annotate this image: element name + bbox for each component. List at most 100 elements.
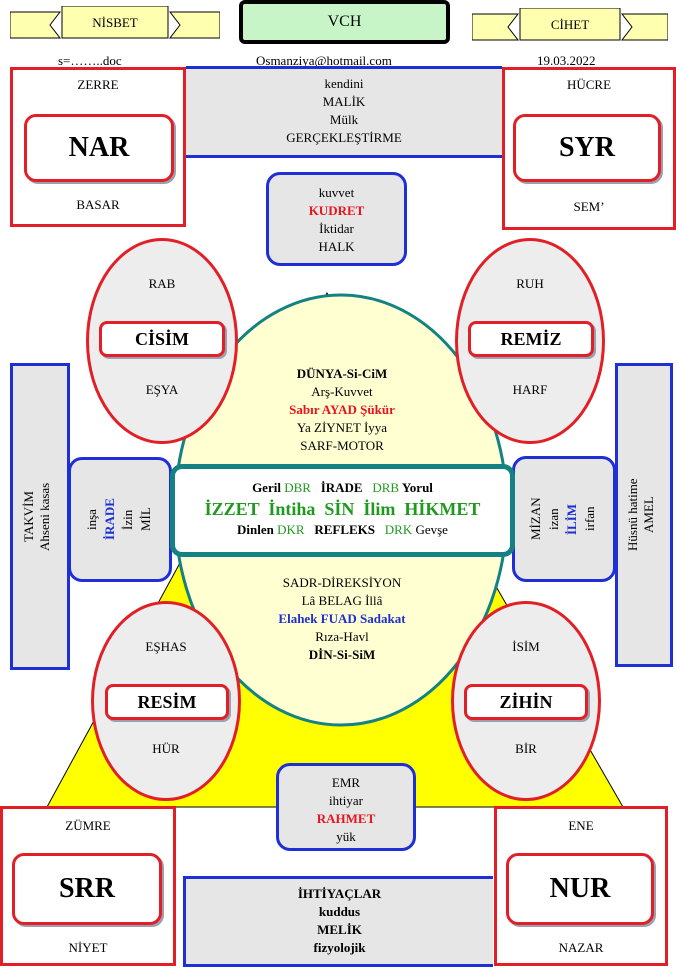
- top-band-line: Mülk: [329, 112, 359, 127]
- corner-top-label: HÜCRE: [566, 77, 612, 92]
- nisbet-label: NİSBET: [92, 15, 138, 30]
- egg-line: Lâ BELAG İllâ: [301, 593, 383, 608]
- corner-box-srr: ZÜMRE SRR NİYET: [0, 806, 176, 966]
- corner-center-label: NAR: [24, 114, 174, 182]
- right-side-text: Hüsnü hatime AMEL: [625, 366, 665, 664]
- ellipse-center-label: REMİZ: [468, 321, 594, 357]
- corner-center-label: NUR: [506, 853, 654, 925]
- center-row-1: Geril DBR İRADE DRB Yorul: [175, 479, 510, 497]
- center-word: DRK: [384, 522, 413, 537]
- egg-line: DÜNYA-Si-CiM: [296, 366, 388, 381]
- egg-line: SADR-DİREKSİYON: [282, 575, 402, 590]
- kudret-line: İktidar: [319, 221, 354, 236]
- ilim-box: MİZAN izan İLİM irfan: [512, 456, 616, 582]
- ellipse-center-label: CİSİM: [99, 321, 225, 357]
- center-word: Yorul: [401, 480, 433, 495]
- ilim-title: İLİM: [564, 503, 579, 535]
- ilim-line: irfan: [582, 506, 597, 532]
- ellipse-cisim: RAB CİSİM EŞYA: [86, 238, 238, 444]
- irade-box: inşa İRADE İzin MİL: [68, 457, 172, 582]
- center-row-3: Dinlen DKR REFLEKS DRK Gevşe: [175, 521, 510, 539]
- ellipse-top-label: RUH: [516, 276, 544, 291]
- ellipse-top-label: RAB: [148, 276, 176, 291]
- bottom-band-line: İHTİYAÇLAR: [297, 886, 382, 901]
- corner-center-label: SRR: [12, 853, 162, 925]
- date: 19.03.2022: [537, 53, 596, 68]
- rahmet-line: yük: [336, 829, 356, 844]
- ellipse-top-label: İSİM: [512, 639, 540, 654]
- ellipse-bottom-label: HARF: [512, 382, 548, 397]
- vch-box: VCH: [239, 0, 450, 44]
- cihet-banner: [472, 8, 668, 41]
- right-side-box: Hüsnü hatime AMEL: [615, 363, 673, 667]
- cihet-label: CİHET: [550, 17, 590, 32]
- center-word: Geril: [252, 480, 281, 495]
- corner-bottom-label: NİYET: [68, 940, 108, 955]
- center-word: DBR: [284, 480, 311, 495]
- ellipse-bottom-label: EŞYA: [145, 382, 179, 397]
- corner-box-nar: ZERRE NAR BASAR: [10, 67, 186, 227]
- left-side-line: TAKVİM: [21, 491, 36, 542]
- ilim-line: izan: [546, 508, 561, 530]
- right-side-line: Hüsnü hatime: [625, 478, 640, 552]
- left-side-line: Ahseni kasas: [37, 482, 52, 551]
- ellipse-center-label: RESİM: [105, 684, 229, 720]
- egg-line: Ya ZİYNET İyya: [296, 420, 388, 435]
- bottom-band-line: kuddus: [318, 904, 361, 919]
- ellipse-bottom-label: HÜR: [152, 741, 180, 756]
- top-band-line: kendini: [324, 76, 364, 91]
- top-band-line: MALİK: [322, 94, 366, 109]
- corner-bottom-label: NAZAR: [558, 940, 604, 955]
- egg-top-text: DÜNYA-Si-CiM Arş-Kuvvet Sabır AYAD Şükür…: [220, 365, 464, 455]
- irade-text: inşa İRADE İzin MİL: [83, 460, 157, 579]
- center-word: REFLEKS: [314, 522, 376, 537]
- corner-box-nur: ENE NUR NAZAR: [494, 806, 668, 966]
- ellipse-resim: EŞHAS RESİM HÜR: [91, 601, 241, 801]
- rahmet-line: EMR: [331, 775, 361, 790]
- rahmet-title: RAHMET: [316, 811, 376, 826]
- center-word: DRB: [372, 480, 400, 495]
- center-word: DKR: [277, 522, 305, 537]
- irade-title: İRADE: [102, 498, 117, 541]
- file-name: s=……..doc: [58, 53, 122, 68]
- rahmet-line: ihtiyar: [329, 793, 363, 808]
- center-word: İRADE: [320, 480, 363, 495]
- egg-line: SARF-MOTOR: [300, 438, 384, 453]
- top-band-line: GERÇEKLEŞTİRME: [286, 130, 402, 145]
- egg-line: Rıza-Havl: [315, 629, 369, 644]
- corner-box-syr: HÜCRE SYR SEM’: [502, 67, 676, 230]
- right-side-line: AMEL: [641, 496, 656, 534]
- egg-bottom-text: SADR-DİREKSİYON Lâ BELAG İllâ Elahek FUA…: [220, 574, 464, 664]
- center-box: Geril DBR İRADE DRB Yorul İZZET İntiha S…: [170, 464, 515, 557]
- egg-line: Elahek FUAD Sadakat: [278, 611, 406, 626]
- ilim-text: MİZAN izan İLİM irfan: [527, 459, 601, 579]
- left-side-text: TAKVİM Ahseni kasas: [21, 366, 61, 667]
- bottom-band: İHTİYAÇLAR kuddus MELİK fizyolojik: [183, 876, 493, 967]
- ellipse-top-label: EŞHAS: [145, 639, 187, 654]
- rahmet-box: EMR ihtiyar RAHMET yük: [276, 763, 416, 851]
- ellipse-remiz: RUH REMİZ HARF: [455, 238, 605, 444]
- corner-center-label: SYR: [513, 114, 661, 182]
- kudret-box: kuvvet KUDRET İktidar HALK: [266, 172, 407, 266]
- irade-line: MİL: [138, 507, 153, 532]
- ellipse-bottom-label: BİR: [515, 741, 537, 756]
- nisbet-banner: [10, 6, 220, 39]
- egg-line: Sabır AYAD Şükür: [289, 402, 395, 417]
- kudret-line: kuvvet: [318, 185, 355, 200]
- bottom-band-line: MELİK: [317, 922, 362, 937]
- egg-line: Arş-Kuvvet: [311, 384, 373, 399]
- ellipse-zihin: İSİM ZİHİN BİR: [451, 601, 601, 801]
- left-side-box: TAKVİM Ahseni kasas: [10, 363, 70, 670]
- email: Osmanziya@hotmail.com: [256, 53, 392, 68]
- irade-line: inşa: [84, 509, 99, 530]
- corner-bottom-label: SEM’: [573, 199, 605, 214]
- bottom-band-line: fizyolojik: [313, 940, 366, 955]
- corner-top-label: ZERRE: [77, 77, 119, 92]
- center-word: Dinlen: [237, 522, 274, 537]
- egg-line: DİN-Si-SiM: [308, 647, 376, 662]
- ellipse-center-label: ZİHİN: [464, 684, 588, 720]
- corner-top-label: ENE: [568, 818, 594, 833]
- corner-bottom-label: BASAR: [76, 197, 120, 212]
- vch-label: VCH: [327, 13, 362, 30]
- kudret-line: HALK: [318, 239, 355, 254]
